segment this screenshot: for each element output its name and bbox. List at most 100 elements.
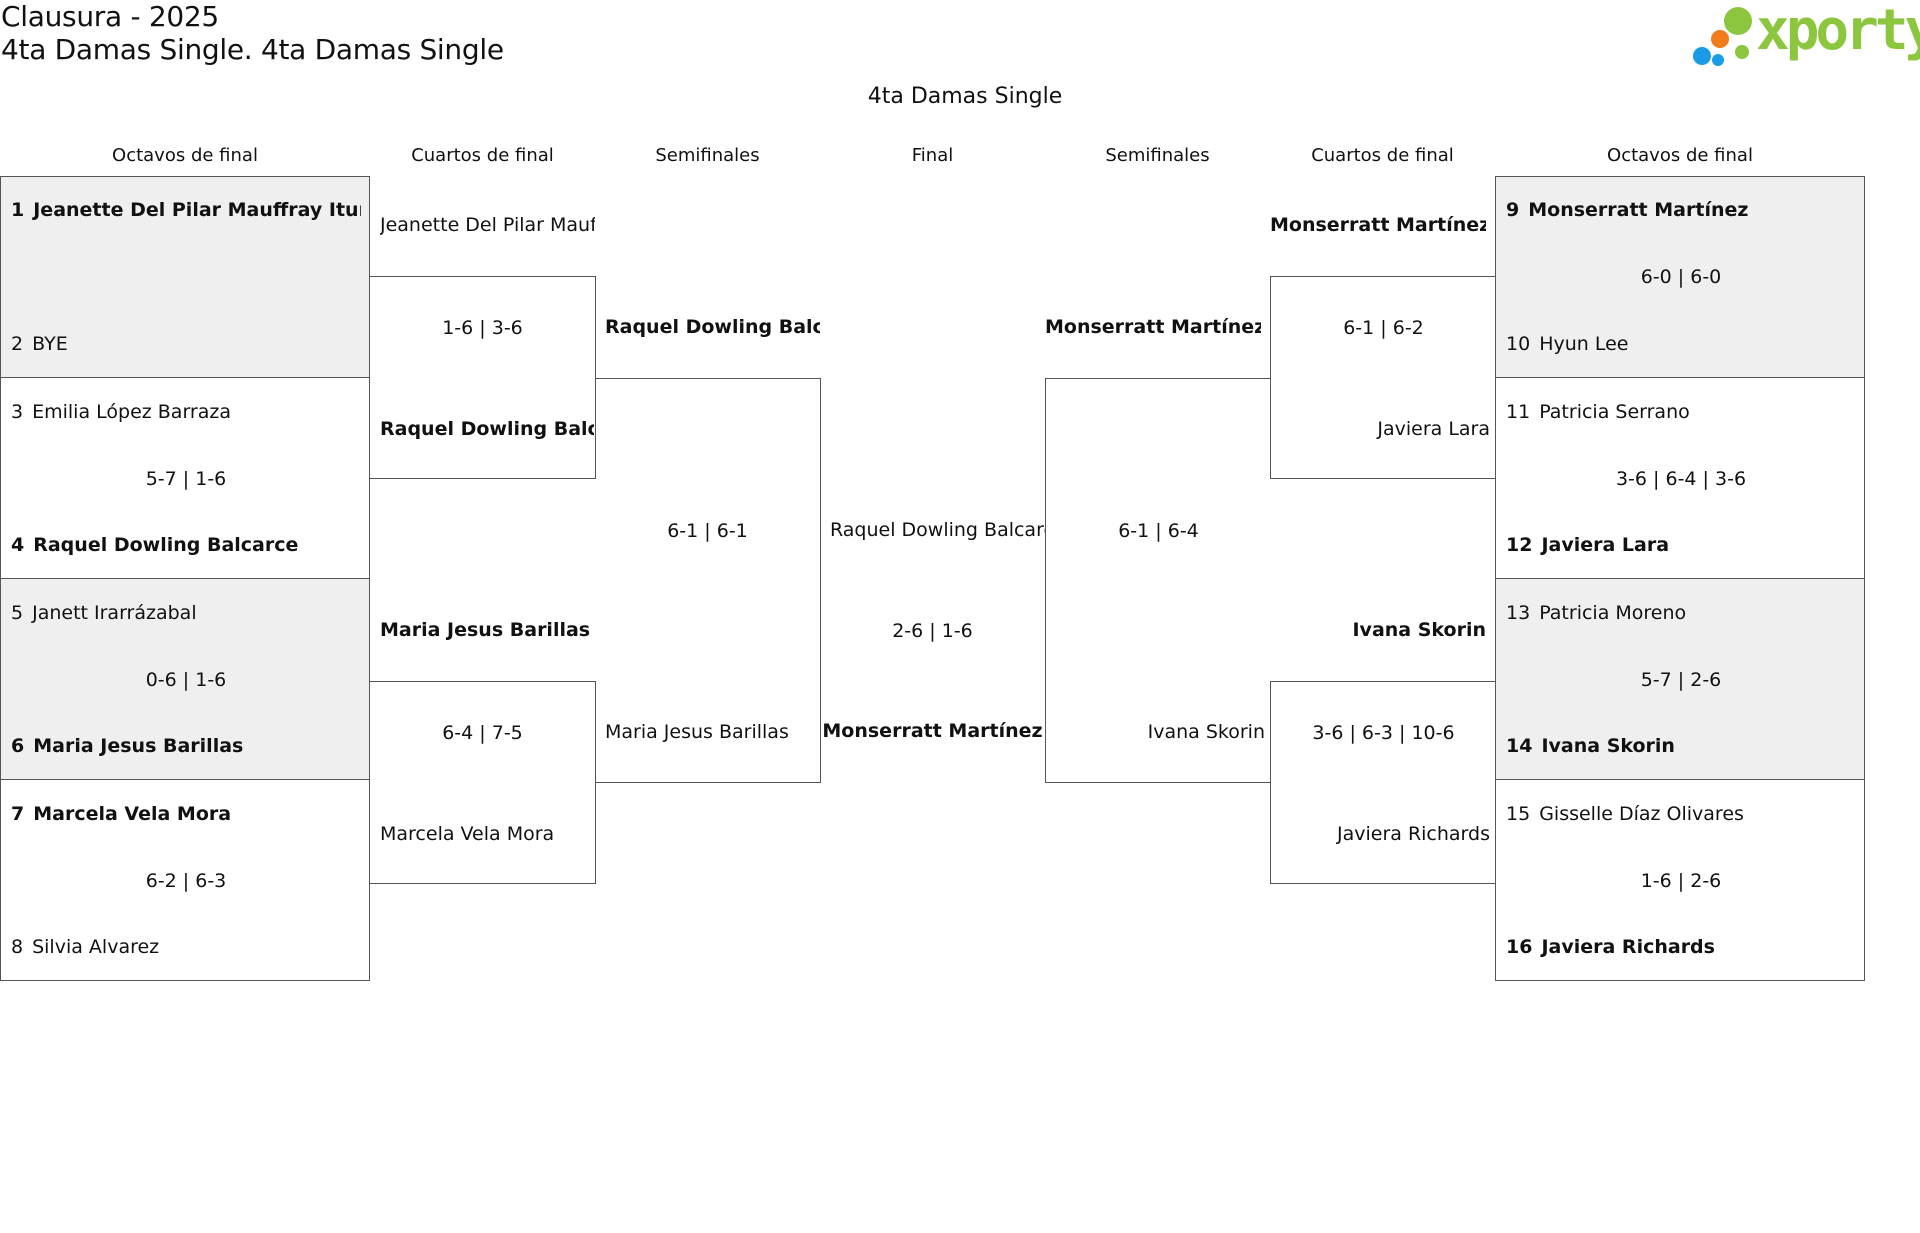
seed-number: 16 — [1506, 936, 1533, 958]
qf-left-1-player-top: Jeanette Del Pilar Mauff — [380, 214, 595, 236]
logo-text: xporty — [1756, 0, 1920, 63]
match-score: 6-4 | 7-5 — [442, 722, 523, 744]
round-label-right-sf: Semifinales — [1105, 145, 1210, 166]
player-name: Gisselle Díaz Olivares — [1539, 803, 1744, 825]
player-name: Hyun Lee — [1539, 333, 1629, 355]
seed-number: 1 — [11, 199, 25, 221]
match-score: 1-6 | 2-6 — [1640, 870, 1722, 892]
player-name: BYE — [32, 333, 68, 355]
match-player-bottom: 16 Javiera Richards — [1506, 935, 1856, 959]
seed-number: 15 — [1506, 803, 1531, 825]
qf-right-2-player-top: Ivana Skorin — [1352, 619, 1486, 641]
match-player-top: 7 Marcela Vela Mora — [11, 802, 361, 826]
seed-number: 11 — [1506, 401, 1531, 423]
match-score: 6-2 | 6-3 — [145, 870, 227, 892]
round-label-final: Final — [911, 145, 954, 166]
r16-match-8: 15 Gisselle Díaz Olivares 1-6 | 2-6 16 Jav… — [1495, 779, 1865, 981]
qf-left-2-player-top: Maria Jesus Barillas — [380, 619, 591, 641]
player-name: Javiera Lara — [1541, 534, 1670, 556]
final-player-top: Raquel Dowling Balcarc — [830, 519, 1046, 541]
match-player-bottom: Raquel Dowling Balcarc — [380, 418, 594, 440]
seed-number: 5 — [11, 602, 24, 624]
seed-number: 12 — [1506, 534, 1533, 556]
match-score: 3-6 | 6-3 | 10-6 — [1312, 722, 1455, 744]
seed-number: 6 — [11, 735, 25, 757]
xporty-logo: xporty — [1690, 0, 1920, 70]
seed-number: 14 — [1506, 735, 1533, 757]
match-player-top: 1 Jeanette Del Pilar Mauffray Iturra — [11, 198, 361, 222]
match-player-top: 3 Emilia López Barraza — [11, 400, 361, 424]
player-name: Patricia Moreno — [1539, 602, 1687, 624]
player-name: Monserratt Martínez — [1528, 199, 1749, 221]
qf-left-1-box: 1-6 | 3-6 Raquel Dowling Balcarc — [370, 276, 596, 479]
player-name: Patricia Serrano — [1539, 401, 1690, 423]
sf-left-box: 6-1 | 6-1 Maria Jesus Barillas — [595, 378, 821, 783]
round-label-left-r16: Octavos de final — [112, 145, 258, 166]
player-name: Marcela Vela Mora — [33, 803, 232, 825]
season-title: Clausura - 2025 — [1, 0, 219, 33]
final-player-bottom: Monserratt Martínez — [822, 720, 1043, 742]
player-name: Emilia López Barraza — [32, 401, 231, 423]
qf-right-1-box: 6-1 | 6-2 Javiera Lara — [1270, 276, 1496, 479]
match-player-bottom: Maria Jesus Barillas — [605, 721, 789, 743]
match-player-bottom: 6 Maria Jesus Barillas — [11, 734, 361, 758]
match-player-bottom: 2 BYE — [11, 332, 361, 356]
player-name: Silvia Alvarez — [32, 936, 160, 958]
player-name: Maria Jesus Barillas — [33, 735, 244, 757]
player-name: Ivana Skorin — [1541, 735, 1675, 757]
match-score: 5-7 | 2-6 — [1640, 669, 1722, 691]
match-score: 5-7 | 1-6 — [145, 468, 227, 490]
sf-right-box: 6-1 | 6-4 Ivana Skorin — [1045, 378, 1271, 783]
seed-number: 8 — [11, 936, 24, 958]
seed-number: 7 — [11, 803, 25, 825]
player-name: Jeanette Del Pilar Mauffray Iturra — [33, 199, 361, 221]
match-player-bottom: Marcela Vela Mora — [380, 823, 555, 845]
r16-match-7: 13 Patricia Moreno 5-7 | 2-6 14 Ivana Skor… — [1495, 578, 1865, 780]
match-player-top: 11 Patricia Serrano — [1506, 400, 1856, 424]
sf-left-player-top: Raquel Dowling Balcarc — [605, 316, 820, 338]
match-player-top: 15 Gisselle Díaz Olivares — [1506, 802, 1856, 826]
r16-match-3: 5 Janett Irarrázabal 0-6 | 1-6 6 Maria Jes… — [0, 578, 370, 780]
seed-number: 3 — [11, 401, 24, 423]
round-label-right-r16: Octavos de final — [1607, 145, 1753, 166]
logo-dots-icon — [1693, 7, 1752, 66]
match-score: 6-0 | 6-0 — [1640, 266, 1722, 288]
seed-number: 13 — [1506, 602, 1531, 624]
match-player-top: 5 Janett Irarrázabal — [11, 601, 361, 625]
bracket-title: 4ta Damas Single — [867, 84, 1063, 109]
match-score: 6-1 | 6-4 — [1118, 520, 1199, 542]
r16-match-6: 11 Patricia Serrano 3-6 | 6-4 | 3-6 12 Jav… — [1495, 377, 1865, 579]
match-player-top: 9 Monserratt Martínez — [1506, 198, 1856, 222]
match-player-bottom: Javiera Richards — [1336, 823, 1490, 845]
player-name: Janett Irarrázabal — [32, 602, 197, 624]
r16-match-4: 7 Marcela Vela Mora 6-2 | 6-3 8 Silvia Alv… — [0, 779, 370, 981]
match-player-bottom: 14 Ivana Skorin — [1506, 734, 1856, 758]
match-score: 6-1 | 6-1 — [667, 520, 748, 542]
match-player-bottom: 12 Javiera Lara — [1506, 533, 1856, 557]
match-player-bottom: 8 Silvia Alvarez — [11, 935, 361, 959]
qf-right-2-box: 3-6 | 6-3 | 10-6 Javiera Richards — [1270, 681, 1496, 884]
match-player-top: 13 Patricia Moreno — [1506, 601, 1856, 625]
match-player-bottom: Ivana Skorin — [1147, 721, 1265, 743]
final-score: 2-6 | 1-6 — [892, 620, 973, 642]
qf-right-1-player-top: Monserratt Martínez — [1270, 214, 1486, 236]
qf-left-2-box: 6-4 | 7-5 Marcela Vela Mora — [370, 681, 596, 884]
match-score: 6-1 | 6-2 — [1343, 317, 1424, 339]
round-label-right-qf: Cuartos de final — [1311, 145, 1454, 166]
match-player-bottom: Javiera Lara — [1377, 418, 1490, 440]
seed-number: 2 — [11, 333, 24, 355]
player-name: Javiera Richards — [1541, 936, 1715, 958]
seed-number: 10 — [1506, 333, 1531, 355]
match-player-bottom: 10 Hyun Lee — [1506, 332, 1856, 356]
sf-right-player-top: Monserratt Martínez — [1045, 316, 1261, 338]
round-label-left-sf: Semifinales — [655, 145, 760, 166]
match-score: 0-6 | 1-6 — [145, 669, 227, 691]
match-score: 1-6 | 3-6 — [442, 317, 523, 339]
seed-number: 9 — [1506, 199, 1520, 221]
r16-match-1: 1 Jeanette Del Pilar Mauffray Iturra 2 BYE — [0, 176, 370, 378]
match-score: 3-6 | 6-4 | 3-6 — [1615, 468, 1747, 490]
category-title: 4ta Damas Single. 4ta Damas Single — [1, 33, 504, 66]
seed-number: 4 — [11, 534, 25, 556]
